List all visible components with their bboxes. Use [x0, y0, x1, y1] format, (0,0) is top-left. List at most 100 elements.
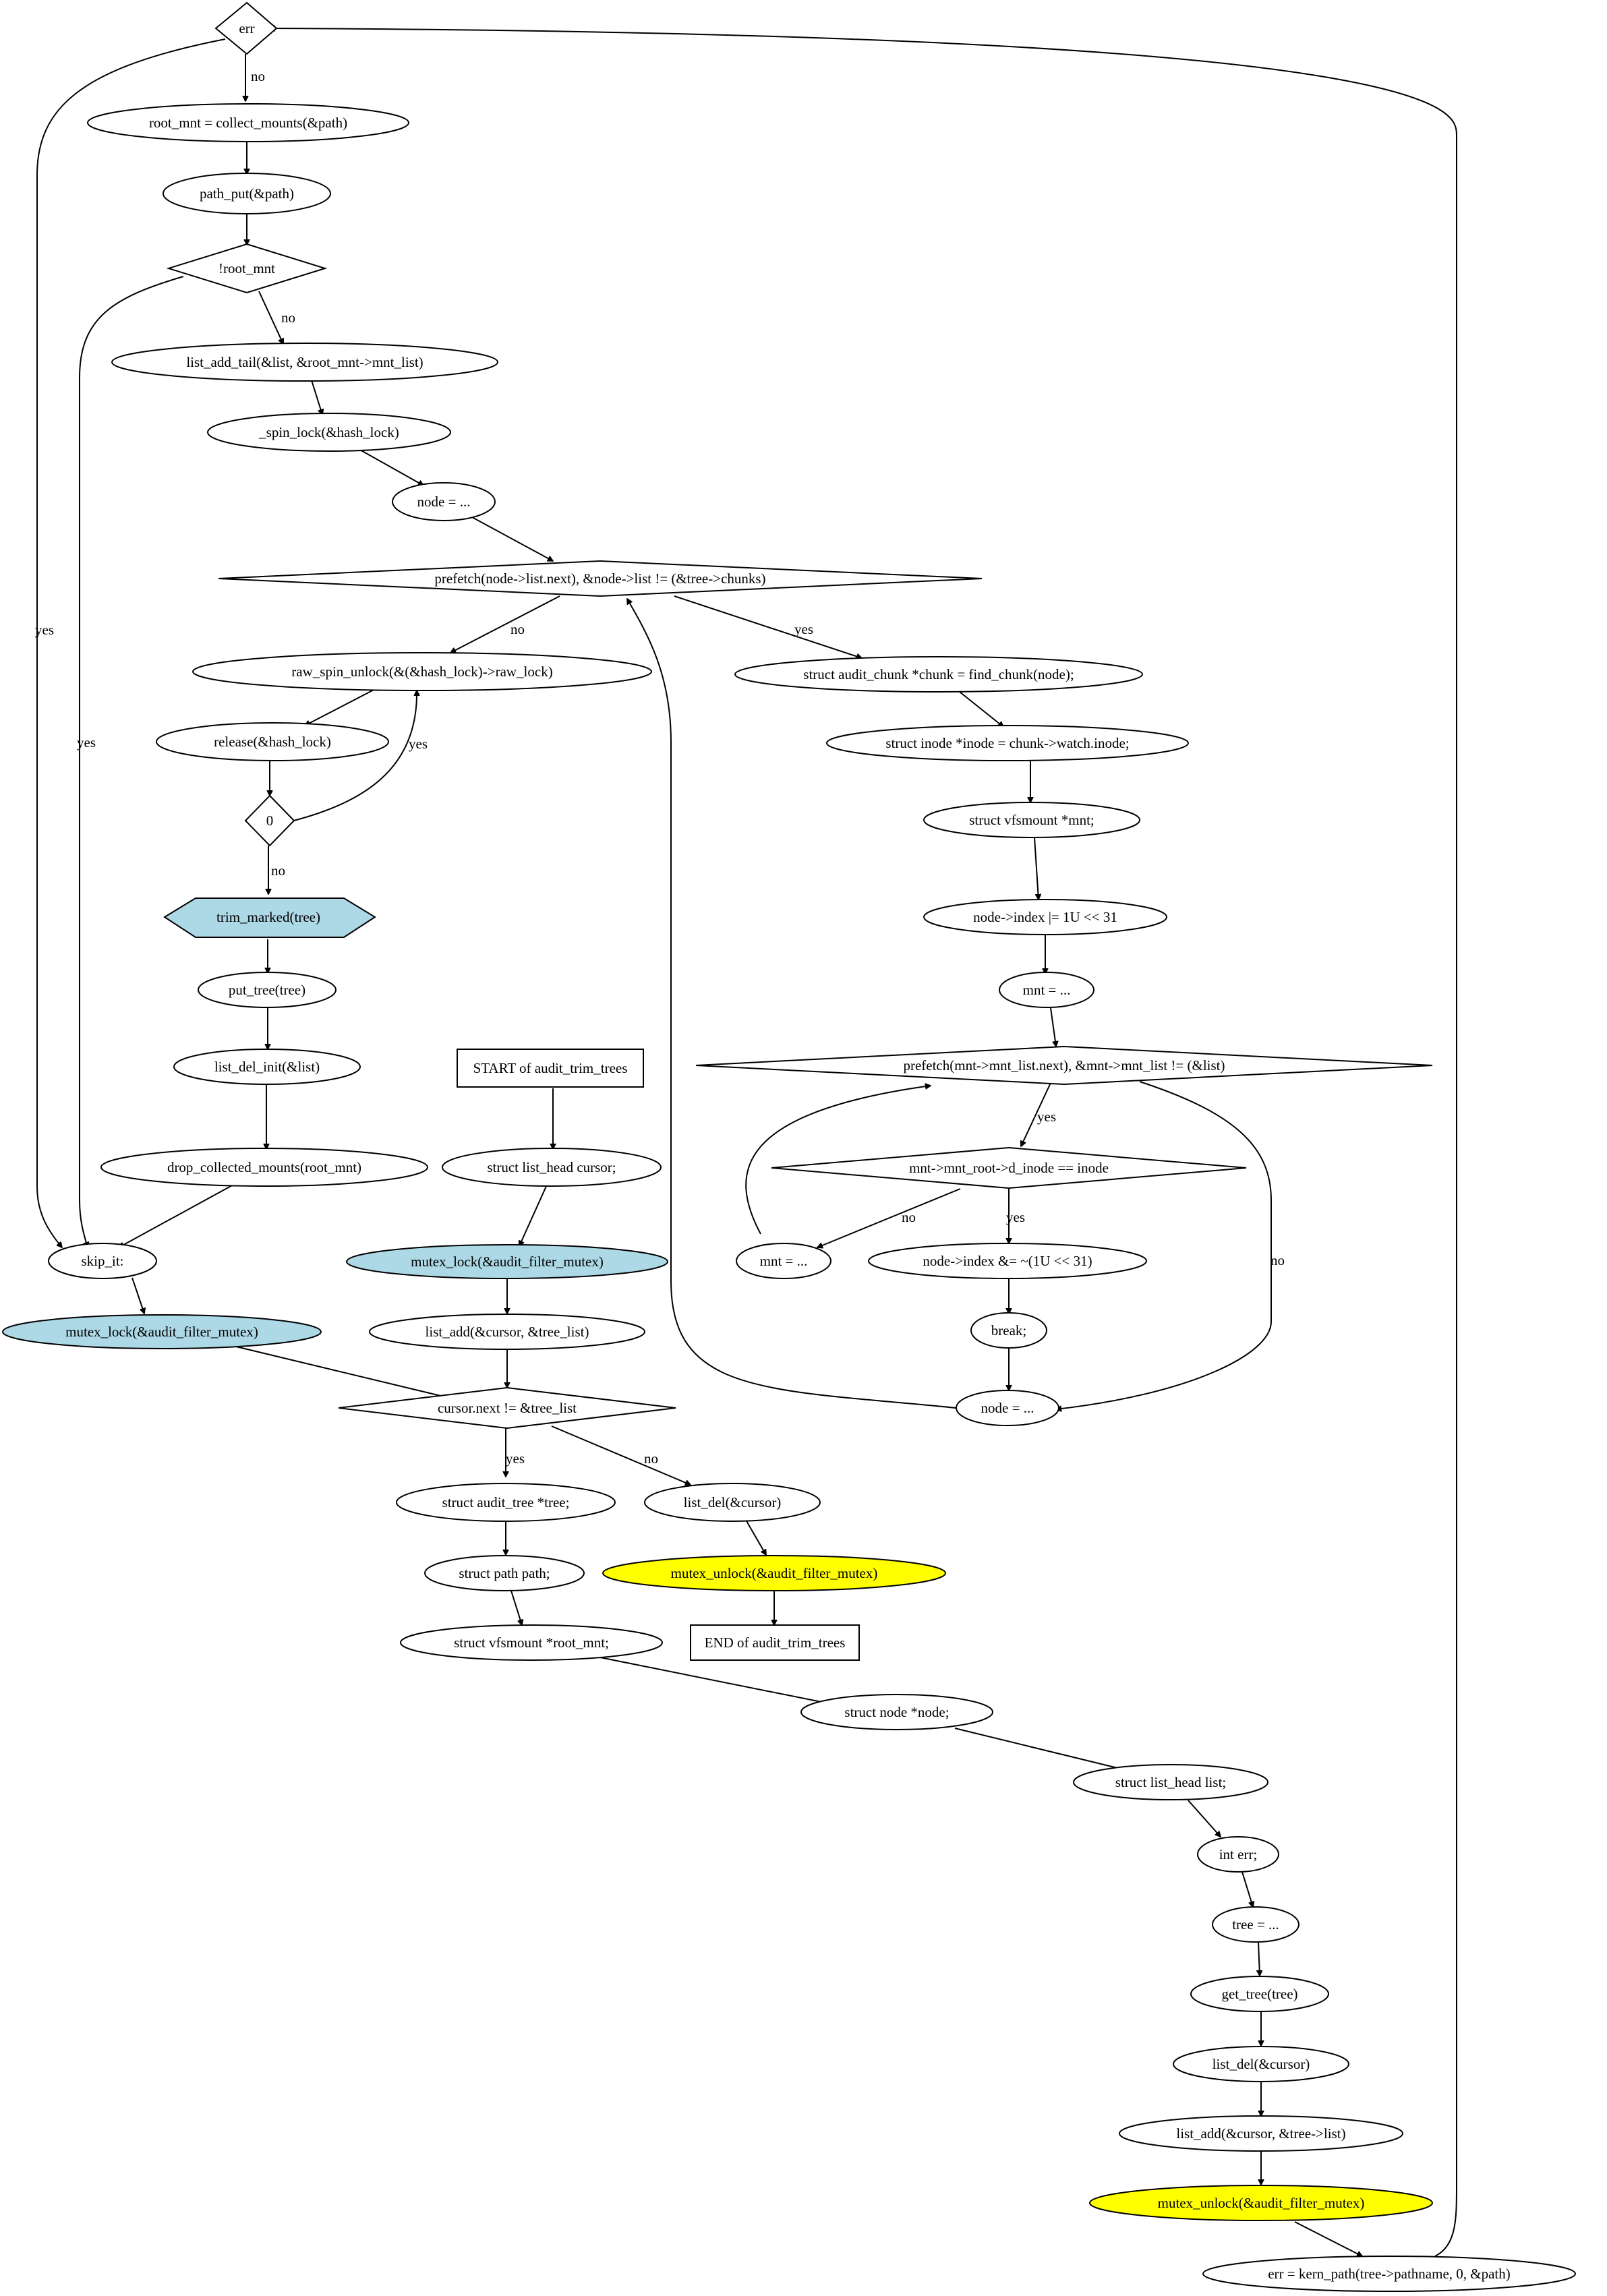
node-label: skip_it: — [81, 1253, 123, 1269]
node-label: struct audit_chunk *chunk = find_chunk(n… — [803, 666, 1074, 682]
node-audit-tree-decl: struct audit_tree *tree; — [396, 1483, 616, 1522]
node-label: struct audit_tree *tree; — [442, 1494, 570, 1510]
shape — [771, 1146, 1247, 1189]
node-list-head-cursor: struct list_head cursor; — [442, 1148, 662, 1187]
node-label: put_tree(tree) — [229, 982, 305, 998]
node-label: 0 — [266, 813, 274, 829]
shape — [923, 802, 1140, 838]
shape — [690, 1624, 860, 1661]
node-tree-assign: tree = ... — [1212, 1906, 1299, 1943]
node-label: mnt = ... — [760, 1253, 808, 1269]
edge-prefetchmnt-yes — [1021, 1082, 1051, 1146]
shape — [338, 1386, 676, 1430]
edge-label-prefetchnode-yes: yes — [794, 621, 813, 637]
shape — [868, 1243, 1147, 1279]
node-label: err = kern_path(tree->pathname, 0, &path… — [1268, 2266, 1511, 2282]
node-label: release(&hash_lock) — [214, 734, 331, 750]
shape — [1073, 1764, 1268, 1800]
node-label: trim_marked(tree) — [216, 909, 320, 925]
nodes: err root_mnt = collect_mounts(&path) pat… — [2, 1, 1576, 2292]
shape — [214, 1, 278, 55]
shape — [602, 1555, 946, 1591]
node-mutex-lock-2: mutex_lock(&audit_filter_mutex) — [346, 1244, 668, 1279]
node-label: prefetch(mnt->mnt_list.next), &mnt->mnt_… — [903, 1057, 1225, 1073]
shape — [644, 1483, 821, 1522]
node-label: list_del_init(&list) — [214, 1059, 320, 1075]
node-mutex-unlock-1: mutex_unlock(&audit_filter_mutex) — [602, 1555, 946, 1591]
edge-listaddtail-spinlock — [311, 380, 322, 415]
node-list-del-init: list_del_init(&list) — [173, 1049, 361, 1085]
node-mutex-unlock-2: mutex_unlock(&audit_filter_mutex) — [1089, 2185, 1433, 2221]
node-label: struct node *node; — [844, 1704, 949, 1720]
shape — [346, 1244, 668, 1279]
edge-vfsroot-nodedecl — [600, 1657, 842, 1706]
node-mnt-assign-1: mnt = ... — [999, 972, 1094, 1008]
edge-err-yes — [36, 38, 226, 1247]
node-inode-decl: struct inode *inode = chunk->watch.inode… — [826, 725, 1189, 761]
edge-prefetchnode-no — [450, 595, 560, 653]
edge-listheadlist-interr — [1188, 1800, 1221, 1837]
edge-rawunlock-release — [305, 687, 378, 726]
node-label: mutex_lock(&audit_filter_mutex) — [65, 1324, 258, 1340]
shape — [1197, 1836, 1279, 1873]
edge-path-vfsroot — [510, 1590, 522, 1625]
node-label: int err; — [1219, 1846, 1258, 1862]
shape — [207, 413, 451, 452]
shape — [1089, 2185, 1433, 2221]
node-label: mnt->mnt_root->d_inode == inode — [909, 1160, 1109, 1176]
node-err-decision: err — [214, 1, 278, 55]
shape — [163, 897, 376, 938]
shape — [48, 1243, 157, 1279]
shape — [156, 722, 389, 761]
shape — [163, 173, 331, 214]
edge-dinode-no — [817, 1188, 961, 1247]
node-raw-spin-unlock: raw_spin_unlock(&(&hash_lock)->raw_lock) — [192, 652, 652, 691]
shape — [734, 656, 1143, 693]
shape — [166, 243, 328, 294]
node-zero-decision: 0 — [244, 794, 295, 847]
edge-listheadcursor-mutexlock2 — [519, 1184, 548, 1246]
node-label: raw_spin_unlock(&(&hash_lock)->raw_lock) — [291, 664, 552, 680]
edge-zero-yes — [291, 690, 417, 822]
shape — [218, 560, 983, 597]
node-node-assign-1: node = ... — [392, 482, 496, 521]
node-label: cursor.next != &tree_list — [438, 1400, 577, 1416]
shape — [999, 972, 1094, 1008]
edge-tree-gettree — [1258, 1941, 1260, 1976]
node-put-tree: put_tree(tree) — [198, 972, 337, 1008]
edge-label-rootmnt-no: no — [281, 310, 295, 326]
edge-nodedecl-listheadlist — [954, 1728, 1140, 1773]
node-label: struct vfsmount *mnt; — [969, 812, 1094, 828]
node-root-mnt-decision: !root_mnt — [166, 243, 328, 294]
node-label: node = ... — [417, 494, 471, 510]
shape — [1202, 2256, 1576, 2292]
shape — [173, 1049, 361, 1085]
shape — [100, 1148, 428, 1187]
edge-label-zero-no: no — [271, 862, 285, 879]
node-list-head-list: struct list_head list; — [1073, 1764, 1268, 1800]
edge-label-dinode-no: no — [902, 1209, 916, 1225]
edge-rootmnt-yes — [79, 276, 184, 1247]
shape — [192, 652, 652, 691]
node-label: break; — [991, 1322, 1026, 1338]
node-label: mutex_unlock(&audit_filter_mutex) — [671, 1565, 878, 1581]
shape — [695, 1045, 1433, 1086]
node-int-err: int err; — [1197, 1836, 1279, 1873]
node-label: node->index &= ~(1U << 31) — [923, 1253, 1092, 1269]
edge-label-err-no: no — [251, 68, 265, 84]
node-list-add-tail: list_add_tail(&list, &root_mnt->mnt_list… — [111, 343, 498, 382]
edge-cursor-no — [551, 1425, 691, 1485]
node-label: mnt = ... — [1023, 982, 1071, 998]
node-d-inode-decision: mnt->mnt_root->d_inode == inode — [771, 1146, 1247, 1189]
edge-label-prefetchnode-no: no — [510, 621, 525, 637]
node-label: struct list_head list; — [1115, 1774, 1226, 1790]
node-end: END of audit_trim_trees — [690, 1624, 860, 1661]
node-label: list_add(&cursor, &tree->list) — [1176, 2125, 1345, 2142]
edge-mnt2-prefetchmnt — [745, 1086, 931, 1235]
node-label: node->index |= 1U << 31 — [973, 909, 1117, 925]
node-label: struct path path; — [459, 1565, 550, 1581]
shape — [826, 725, 1189, 761]
node-path-put: path_put(&path) — [163, 173, 331, 214]
node-list-del-cursor-2: list_del(&cursor) — [1173, 2046, 1349, 2082]
shape — [1190, 1976, 1329, 2012]
